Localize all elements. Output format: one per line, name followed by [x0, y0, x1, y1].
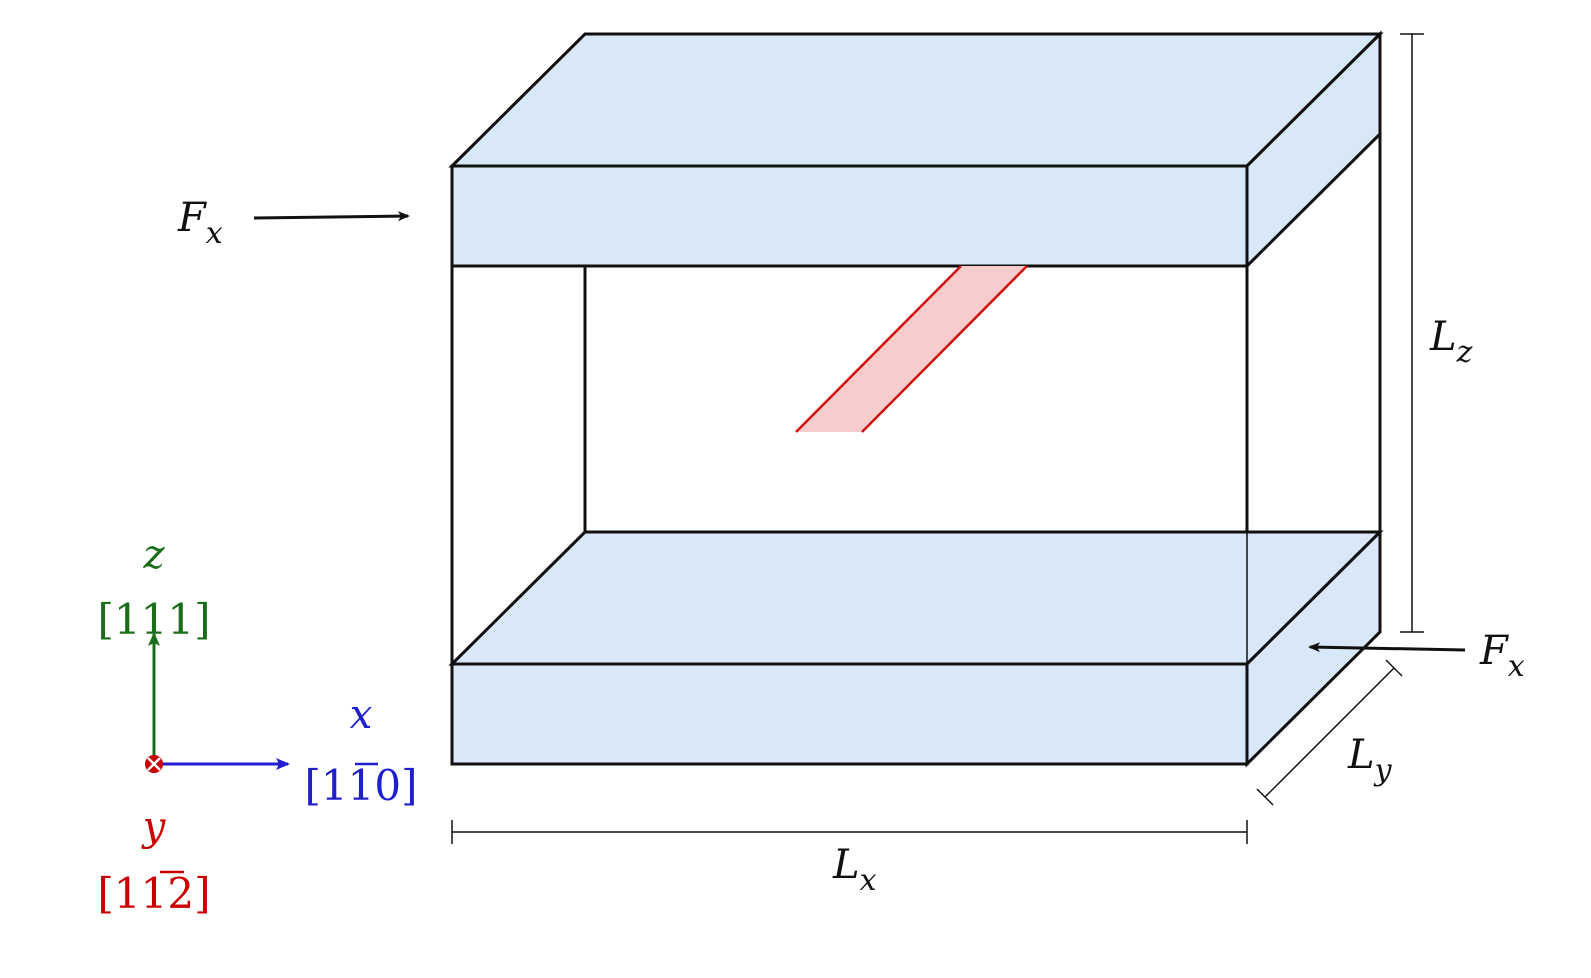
length-label-x: Lx — [832, 842, 877, 898]
top-slab — [448, 30, 1384, 270]
box-frame-edges — [450, 134, 1382, 664]
length-label-y: Ly — [1347, 732, 1393, 788]
bottom-slab — [448, 528, 1384, 768]
z-axis-direction: [111] — [98, 595, 211, 644]
force-label-top: Fx — [177, 195, 223, 251]
top-slab-top-face — [448, 32, 1384, 168]
y-axis-label: y — [141, 804, 167, 850]
dimension-lx — [451, 820, 1248, 844]
y-axis-into-page-icon — [145, 755, 163, 773]
z-axis-label: z — [142, 532, 165, 578]
dimension-lz — [1400, 33, 1424, 633]
dislocation-strip — [795, 265, 1028, 433]
dimension-ly — [1256, 659, 1403, 806]
coordinate-axes: z [111] x [110] y [112] — [98, 532, 418, 918]
force-arrow-bottom — [1308, 642, 1466, 653]
x-axis-direction: [110] — [305, 761, 418, 810]
force-label-bottom: Fx — [1479, 628, 1525, 684]
length-label-z: Lz — [1429, 314, 1473, 370]
bottom-slab-top-face — [448, 530, 1384, 666]
top-slab-front-face — [450, 164, 1249, 268]
x-axis-label: x — [350, 692, 373, 738]
y-axis-direction: [112] — [98, 869, 211, 918]
bottom-slab-front-face — [450, 662, 1249, 766]
force-arrow-top — [253, 211, 410, 222]
